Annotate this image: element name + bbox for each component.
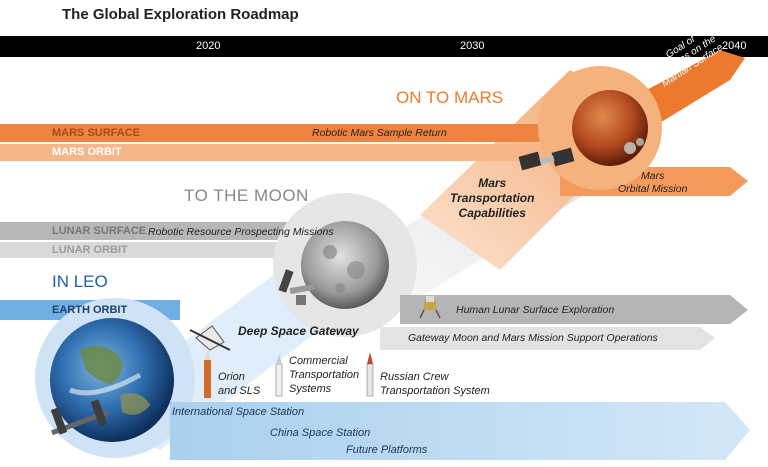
gateway-station-icon (278, 269, 315, 305)
lane-lunar-orbit: LUNAR ORBIT (52, 244, 128, 256)
mars-transport-spacecraft-icon (518, 147, 575, 171)
mission-deep-space-gateway: Deep Space Gateway (238, 324, 359, 338)
year-2030: 2030 (460, 40, 485, 52)
lane-earth-orbit: EARTH ORBIT (52, 304, 128, 316)
lunar-lander-icon (419, 296, 441, 319)
lane-lunar-surface: LUNAR SURFACE (52, 225, 147, 237)
gateway-ops-arrow (380, 327, 715, 350)
page-title: The Global Exploration Roadmap (62, 6, 299, 23)
mission-mars-orbital: Mars Orbital Mission (618, 170, 688, 195)
lunar-surface-arrow (400, 295, 748, 324)
lane-mars-orbit: MARS ORBIT (52, 146, 122, 158)
timeline-bar (0, 36, 768, 57)
lunar-orbit-lane (0, 242, 330, 258)
iss-icon (50, 399, 110, 436)
mars-image (572, 90, 648, 166)
phase-mars-label: ON TO MARS (396, 88, 504, 107)
moon-image (301, 221, 389, 309)
year-2020: 2020 (196, 40, 221, 52)
mission-mars-sample-return: Robotic Mars Sample Return (312, 127, 447, 139)
mission-lunar-prospecting: Robotic Resource Prospecting Missions (148, 226, 334, 238)
mars-surface-lane (0, 124, 600, 142)
mission-mars-transport: Mars Transportation Capabilities (450, 176, 535, 220)
mission-china-station: China Space Station (270, 427, 371, 439)
year-2040: 2040 (722, 40, 747, 52)
mission-future-platforms: Future Platforms (346, 444, 428, 456)
lane-mars-surface: MARS SURFACE (52, 127, 141, 139)
mission-commercial-transport: Commercial Transportation Systems (289, 355, 360, 395)
mission-iss: International Space Station (172, 406, 305, 418)
mission-gateway-ops: Gateway Moon and Mars Mission Support Op… (408, 332, 658, 344)
mission-russian-crew: Russian Crew Transportation System (380, 371, 490, 397)
commercial-rocket-icon (275, 354, 283, 397)
leo-platform-arrow (170, 402, 750, 460)
soyuz-rocket-icon (366, 352, 374, 397)
mars-orbit-lane (0, 144, 600, 161)
sls-rocket-icon (204, 350, 211, 398)
phase-moon-label: TO THE MOON (184, 186, 309, 205)
phobos-image (624, 142, 636, 154)
lunar-surface-lane (0, 222, 330, 240)
mission-orion-sls: Orion and SLS (218, 371, 261, 397)
orion-capsule-icon (189, 325, 231, 351)
mission-human-lunar: Human Lunar Surface Exploration (456, 304, 615, 316)
phase-leo-label: IN LEO (52, 272, 108, 291)
